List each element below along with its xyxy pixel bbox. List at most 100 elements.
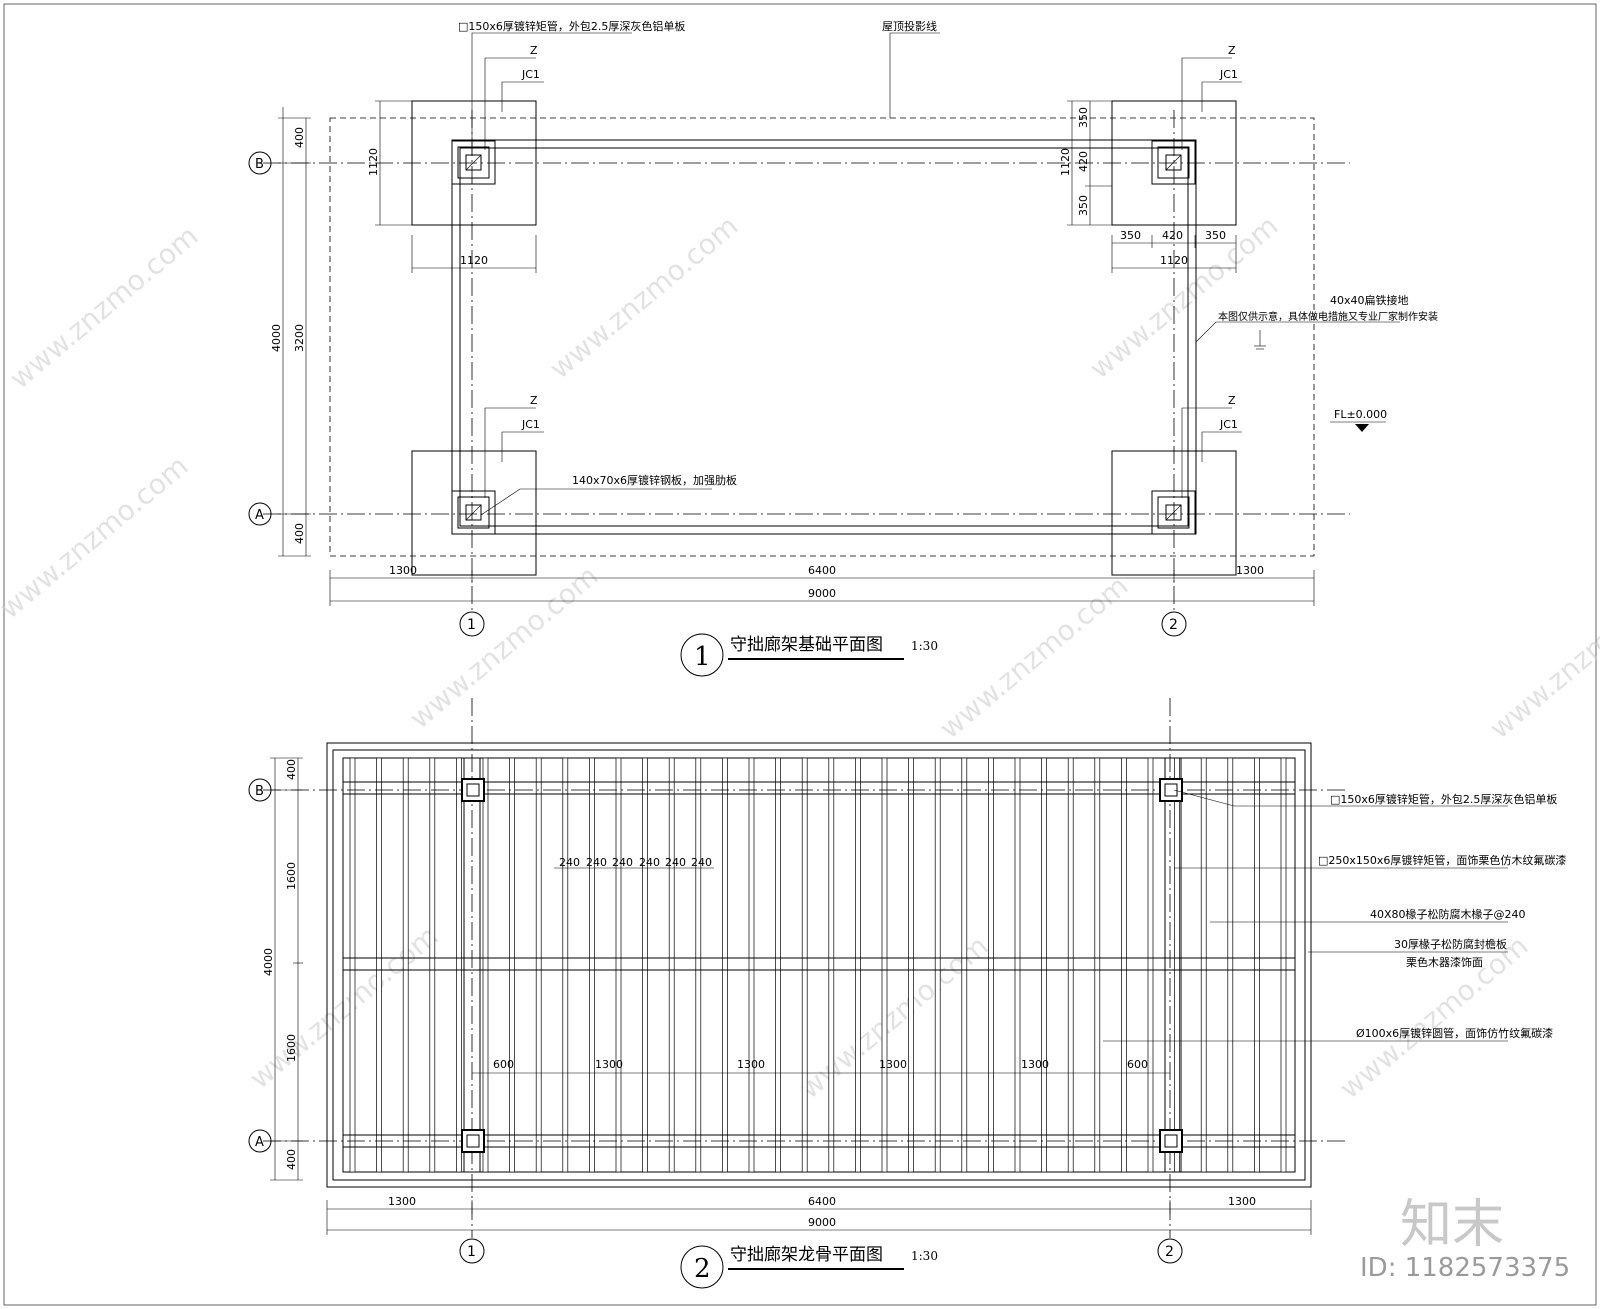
column-base [1151,140,1196,185]
dim-9000: 9000 [808,587,836,600]
footing-jc1 [1111,100,1237,226]
label-steel-tube: □150x6厚镀锌矩管，外包2.5厚深灰色铝单板 [458,19,685,33]
rafter [801,757,808,1173]
rafter [1227,757,1234,1173]
rafter [1041,757,1047,1173]
column [1159,778,1183,802]
axis-bubble-b [248,151,272,175]
column [461,778,485,802]
rafter [881,757,888,1173]
label-z: Z [1228,44,1236,57]
label-jc1: JC1 [1219,68,1238,81]
label-jc1: JC1 [1219,418,1238,431]
rafter [1254,757,1260,1173]
dim-400: 400 [293,127,306,148]
dim-1120: 1120 [1160,254,1188,267]
rafter [1094,757,1101,1173]
column [461,1129,485,1153]
label-rafter: 40X80椽子松防腐木椽子@240 [1370,907,1526,921]
dim-1300: 1300 [389,564,417,577]
dim-240: 240 [691,856,712,869]
axis-bubble-2 [1161,611,1187,637]
axis-label-b: B [255,784,264,799]
rafter [349,757,356,1173]
axis-label-1: 1 [467,617,476,633]
dim-350: 350 [1120,229,1141,242]
dim-420: 420 [1077,151,1090,172]
dim-350: 350 [1077,195,1090,216]
rafter [961,757,968,1173]
beam-inner [459,147,1189,527]
rafter [855,757,861,1173]
rafter [376,757,382,1173]
watermark-id: ID: 1182573375 [1360,1253,1571,1283]
watermark-logo: 知末 [1400,1195,1505,1255]
dim-240: 240 [639,856,660,869]
rafter [509,757,515,1173]
beam-outline [451,139,1197,535]
beam-b [342,781,1296,795]
rafter [456,757,462,1173]
drawing-number: 1 [694,642,711,672]
rafter [908,757,914,1173]
rafter [615,757,622,1173]
fascia-outer [326,742,1312,1188]
watermark-text: www.znzmo.com [1483,569,1600,745]
watermark-text: www.znzmo.com [3,219,204,395]
rafter [748,757,755,1173]
dim-1300: 1300 [879,1058,907,1071]
plan-title: 守拙廊架龙骨平面图 [730,1245,883,1265]
label-z: Z [530,394,538,407]
label-fascia-finish: 栗色木器漆饰面 [1406,955,1483,969]
rafter [562,757,569,1173]
rafter [695,757,702,1173]
watermark-text: www.znzmo.com [0,449,194,625]
axis-label-1: 1 [467,1244,476,1260]
label-z: Z [1228,394,1236,407]
rafter [482,757,489,1173]
plan-scale: 1:30 [911,1249,938,1263]
plan-title: 守拙廊架基础平面图 [730,635,883,655]
watermark-text: www.znzmo.com [1083,209,1284,385]
level-triangle-icon [1355,424,1369,432]
dim-240: 240 [586,856,607,869]
rafter [1280,757,1287,1173]
dim-240: 240 [665,856,686,869]
rafter [775,757,781,1173]
dim-1120: 1120 [367,148,380,176]
plan-scale: 1:30 [911,639,938,653]
rafter [1147,757,1154,1173]
beam-2 [1164,757,1182,1173]
dim-600: 600 [493,1058,514,1071]
watermark-text: www.znzmo.com [403,559,604,735]
beam-mid [342,957,1296,971]
dim-400: 400 [285,759,298,780]
dim-240: 240 [559,856,580,869]
rafter [429,757,436,1173]
drawing-number-bubble [680,1245,724,1289]
watermark-text: www.znzmo.com [243,919,444,1095]
column-base [1151,490,1196,535]
rafter [668,757,675,1173]
axis-bubble-b [248,778,272,802]
dim-4000: 4000 [270,324,283,352]
axis-bubble-2 [1157,1238,1183,1264]
dim-1600: 1600 [285,1034,298,1062]
roof-projection-line [329,117,1315,557]
dim-400: 400 [293,523,306,544]
dim-1300: 1300 [1021,1058,1049,1071]
dim-1300: 1300 [737,1058,765,1071]
rafter [1014,757,1021,1173]
rafter [934,757,941,1173]
label-grounding-note: 本图仅供示意，具体做电措施又专业厂家制作安装 [1218,310,1438,323]
label-steel-tube: □150x6厚镀锌矩管，外包2.5厚深灰色铝单板 [1330,792,1557,806]
dim-350: 350 [1077,107,1090,128]
dim-600: 600 [1127,1058,1148,1071]
rafter-group [349,757,1287,1173]
label-steel-plate: 140x70x6厚镀锌钢板，加强肋板 [572,473,737,487]
label-jc1: JC1 [521,418,540,431]
rafter [1121,757,1127,1173]
dim-420: 420 [1162,229,1183,242]
dim-1600: 1600 [285,862,298,890]
